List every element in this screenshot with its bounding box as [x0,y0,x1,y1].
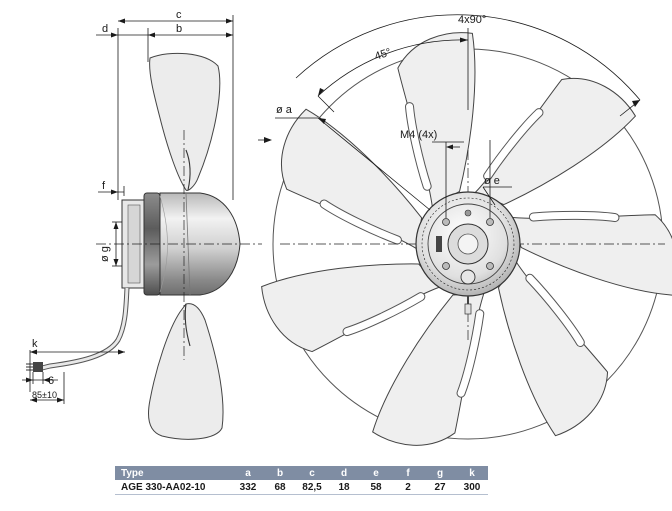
front-blade [261,263,440,353]
dim-label-f: f [102,180,106,192]
spec-cell-type: AGE 330-AA02-10 [115,480,232,495]
dim-label-45: 45° [373,46,393,63]
front-blade [497,261,609,437]
spec-header-e: e [360,466,392,480]
front-blade [474,77,637,206]
spec-cell-e: 58 [360,480,392,495]
front-blade [372,292,485,446]
spec-cell-c: 82,5 [296,480,328,495]
dim-label-d: d [102,23,108,35]
spec-header-a: a [232,466,264,480]
front-view: ø e M4 (4x) ø a 4x90° 45° [261,14,672,446]
spec-header-g: g [424,466,456,480]
side-blade-bottom [148,303,224,440]
spec-cell-k: 300 [456,480,488,495]
spec-cell-g: 27 [424,480,456,495]
spec-header-d: d [328,466,360,480]
dim-label-4x90: 4x90° [458,14,486,26]
cable-end [33,362,43,372]
dim-label-a: ø a [276,104,293,116]
screw-3 [442,262,450,270]
screw-2 [486,218,494,226]
dim-label-b: b [176,23,182,35]
side-view: c b d f ø g k 6 85±10 [22,9,272,440]
spec-header-b: b [264,466,296,480]
side-blade-top [149,52,221,191]
spec-cell-a: 332 [232,480,264,495]
dim-label-c: c [176,9,182,21]
spec-header-c: c [296,466,328,480]
screw-4 [486,262,494,270]
side-cable [41,287,130,371]
spec-cell-b: 68 [264,480,296,495]
front-blade [281,108,423,250]
front-blades [261,32,672,446]
spec-header-f: f [392,466,424,480]
dim-label-g: ø g [99,246,111,262]
spec-header-k: k [456,466,488,480]
dim-label-m4: M4 (4x) [400,129,437,141]
front-blade [512,210,672,296]
front-blade [397,32,476,208]
dim-label-85: 85±10 [32,390,57,400]
dim-label-e: ø e [484,175,500,187]
screw-1 [442,218,450,226]
spec-cell-d: 18 [328,480,360,495]
dim-label-k: k [32,338,38,350]
spec-header-type: Type [115,466,232,480]
dim-label-6: 6 [48,375,54,387]
spec-cell-f: 2 [392,480,424,495]
